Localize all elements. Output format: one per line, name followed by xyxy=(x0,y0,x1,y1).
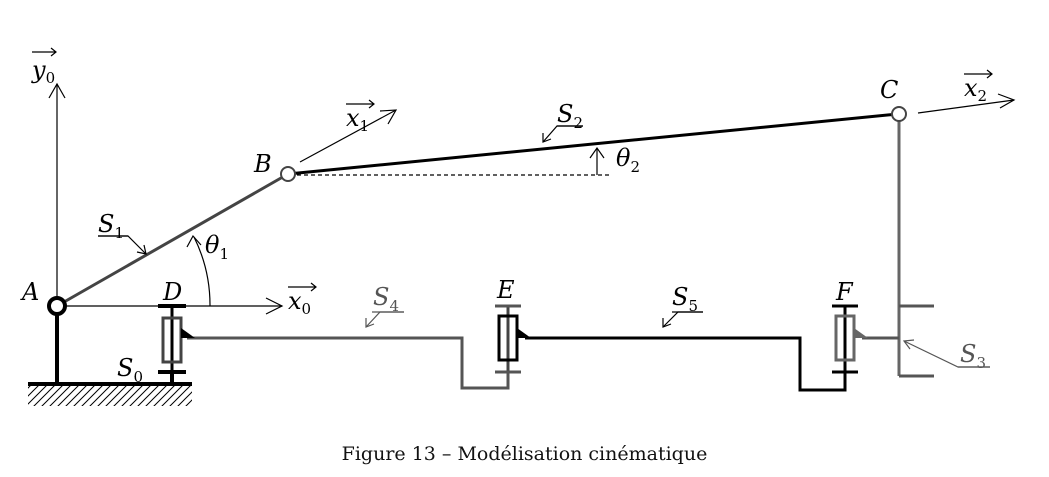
label-angle-theta1: θ1 xyxy=(205,231,229,263)
label-vector-x1: x1 xyxy=(346,104,369,135)
x2-axis xyxy=(917,99,1015,114)
pointer-s5-head xyxy=(662,318,672,328)
pivot-b xyxy=(280,166,296,182)
bar-s4 xyxy=(187,336,510,390)
joint-e-weld xyxy=(517,328,531,338)
label-solid-s5: S5 xyxy=(672,283,698,315)
y0-arrowhead xyxy=(48,82,66,99)
rod-s1 xyxy=(56,172,289,308)
pointer-s4-head xyxy=(365,318,375,328)
label-point-e: E xyxy=(496,276,515,304)
slider-s3 xyxy=(862,304,934,378)
rod-s2 xyxy=(287,112,899,176)
frame-axes xyxy=(48,82,1016,315)
pointer-s2-head xyxy=(542,133,552,143)
x2-arrowhead xyxy=(997,93,1016,109)
theta2-arrowhead xyxy=(589,146,605,159)
joint-f xyxy=(832,304,868,374)
label-angle-theta2: θ2 xyxy=(616,144,640,176)
x2-over-arrow xyxy=(964,69,993,79)
pointer-s3-head xyxy=(902,339,915,350)
label-vector-x2: x2 xyxy=(964,74,987,105)
label-point-c: C xyxy=(880,76,898,104)
label-vector-y0: y0 xyxy=(31,56,55,87)
ground-s0 xyxy=(28,314,192,406)
y0-over-arrow xyxy=(32,47,57,57)
theta1-arrowhead xyxy=(186,234,202,248)
label-point-d: D xyxy=(162,278,182,306)
pointer-s1-head xyxy=(136,244,147,255)
figure-caption: Figure 13 – Modélisation cinématique xyxy=(341,443,708,465)
label-solid-s0: S0 xyxy=(117,354,143,386)
theta1-arc xyxy=(193,236,211,307)
x0-arrowhead xyxy=(265,297,284,315)
label-solid-s3: S3 xyxy=(960,340,986,372)
ground-hatching xyxy=(28,384,192,406)
label-vector-x0: x0 xyxy=(288,287,311,318)
joint-d xyxy=(158,304,195,376)
label-point-f: F xyxy=(835,278,854,306)
bar-s5 xyxy=(525,336,847,392)
x1-over-arrow xyxy=(346,99,375,109)
pivot-c xyxy=(891,106,907,122)
solid-label-underlines xyxy=(98,125,990,368)
label-point-b: B xyxy=(253,150,272,178)
joint-d-slider xyxy=(161,316,183,364)
pivot-a xyxy=(47,296,67,316)
joint-e xyxy=(495,304,531,374)
x1-axis xyxy=(299,109,397,163)
x0-over-arrow xyxy=(288,282,317,292)
label-point-a: A xyxy=(20,278,39,306)
vector-over-arrows xyxy=(32,47,993,292)
x1-arrowhead xyxy=(379,109,398,125)
joint-f-weld xyxy=(854,328,868,338)
label-solid-s1: S1 xyxy=(98,210,124,242)
label-solid-s2: S2 xyxy=(557,100,583,132)
label-solid-s4: S4 xyxy=(373,283,399,315)
joint-d-weld xyxy=(181,328,195,338)
